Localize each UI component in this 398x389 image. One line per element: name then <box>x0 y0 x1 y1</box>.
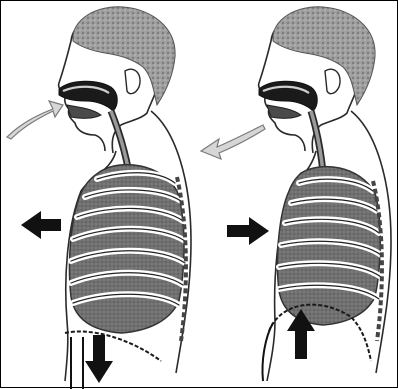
chest-expand-arrow-icon <box>21 211 61 239</box>
chest-contract-arrow-icon <box>227 217 269 245</box>
figure-exhale <box>259 7 391 381</box>
ear <box>125 69 140 93</box>
mouth <box>67 105 101 118</box>
figure-inhale <box>59 7 191 381</box>
mouth <box>267 105 301 118</box>
diaphragm <box>65 331 161 361</box>
diaphragm-down-arrow-icon <box>71 335 113 389</box>
air-inflow-arrow-icon <box>7 101 63 139</box>
ear <box>325 69 340 93</box>
air-outflow-arrow-icon <box>201 125 265 159</box>
